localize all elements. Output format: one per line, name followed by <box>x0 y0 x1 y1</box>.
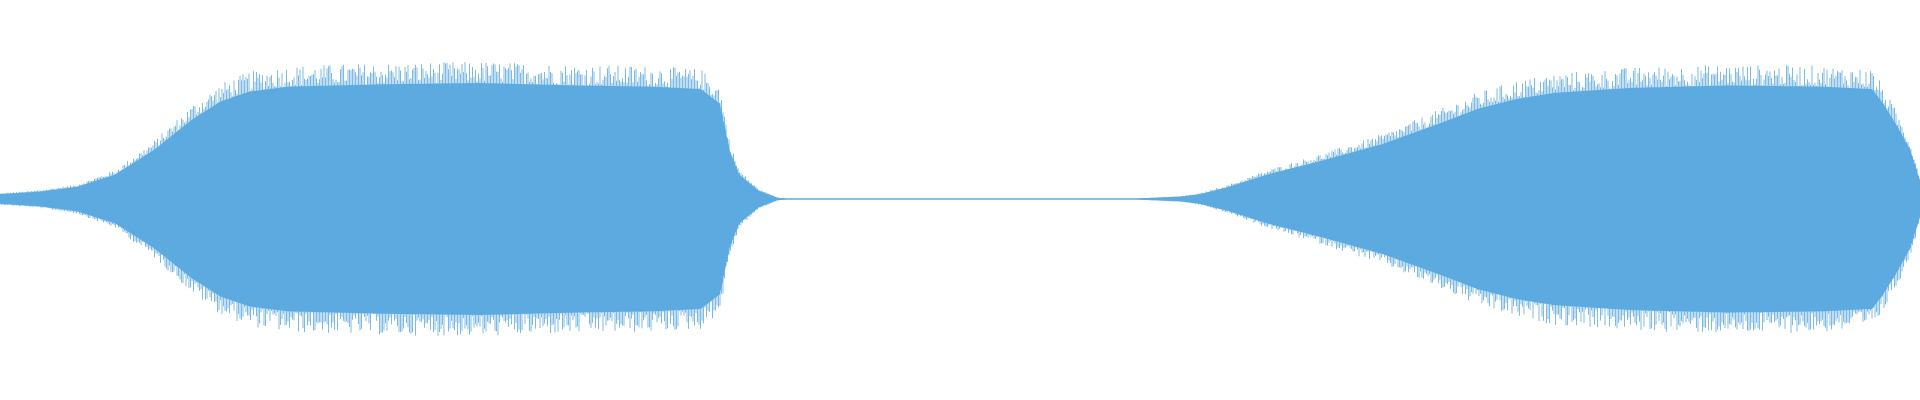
waveform-spikes <box>0 62 1920 336</box>
